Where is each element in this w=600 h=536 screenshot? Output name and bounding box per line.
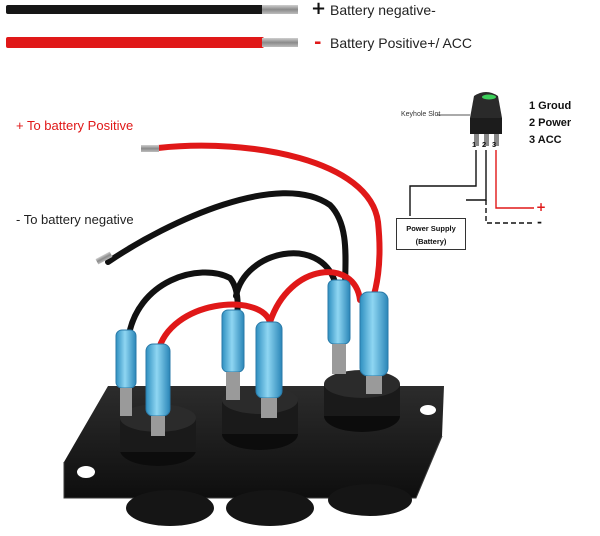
pin-3-label: 3 ACC [529,134,562,146]
pin-number-1: 1 [472,140,477,149]
black-lead-tip [95,251,113,265]
black-wire-label: Battery negative- [330,2,436,18]
negative-symbol: - [314,32,322,53]
spade-connector [255,321,283,418]
black-wire-sample [6,5,298,14]
acc-plus-symbol: + [536,200,547,214]
rocker-switch-right [324,370,400,432]
battery-label: (Battery) [415,237,447,246]
spade-connector [115,329,137,416]
pin-1-label: 1 Groud [529,100,572,112]
red-wire-sample [6,37,298,48]
spade-connector [221,309,245,400]
spade-connector [327,279,351,374]
switch-indicator-light [482,94,496,100]
red-power-wires [155,142,383,355]
red-lead-tip [141,145,159,152]
spade-connectors [115,279,389,436]
pin-number-2: 2 [482,140,487,149]
keyhole-slot-label: Keyhole Slot [401,111,441,118]
spade-connector [359,291,389,394]
ground-minus-symbol: - [537,215,542,229]
negative-lead-label: - To battery negative [16,212,134,227]
power-supply-label: Power Supply [406,224,456,233]
negative-line [485,200,534,224]
mounting-hole [420,405,436,415]
spade-connector [145,343,171,436]
power-supply-box: Power Supply (Battery) [396,218,466,250]
positive-symbol: + [311,0,327,19]
acc-line [495,150,534,209]
pin-number-3: 3 [492,140,497,149]
ground-line [409,150,477,216]
positive-lead-label: + To battery Positive [16,118,134,133]
mounting-hole [77,466,95,478]
pin-2-label: 2 Power [529,117,572,129]
inset-schematic [409,92,534,224]
red-wire-label: Battery Positive+/ ACC [330,35,473,51]
